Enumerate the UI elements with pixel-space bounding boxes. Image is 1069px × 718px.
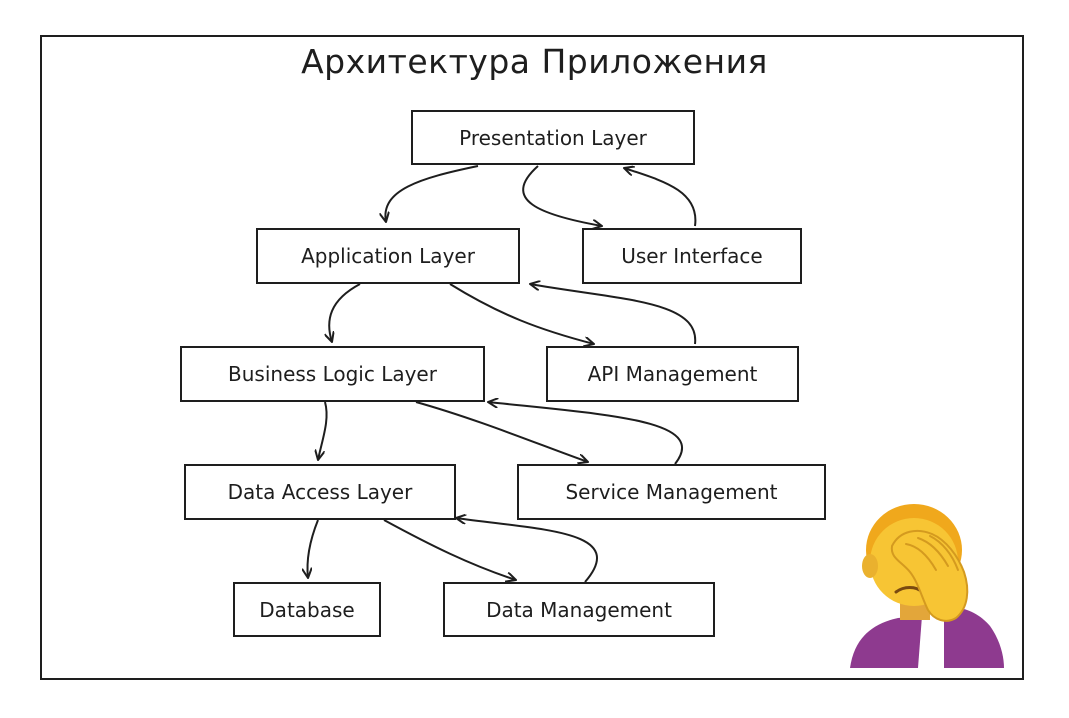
diagram-title: Архитектура Приложения [301,42,768,81]
node-label: Service Management [565,480,778,504]
node-database[interactable]: Database [233,582,381,637]
node-business-logic-layer[interactable]: Business Logic Layer [180,346,485,402]
node-label: Business Logic Layer [228,362,437,386]
node-service-management[interactable]: Service Management [517,464,826,520]
emoji-ear [862,554,878,578]
node-data-management[interactable]: Data Management [443,582,715,637]
emoji-finger-line-2 [917,537,949,567]
node-label: Database [259,597,355,622]
emoji-finger-line-1 [905,543,937,571]
node-label: Application Layer [301,244,475,268]
node-label: Data Management [486,597,672,622]
emoji-shirt [850,616,922,668]
node-api-management[interactable]: API Management [546,346,799,402]
node-label: Data Access Layer [227,480,413,504]
emoji-arm [944,607,1004,668]
node-application-layer[interactable]: Application Layer [256,228,520,284]
node-label: Presentation Layer [459,125,647,150]
node-label: API Management [587,362,758,386]
node-presentation-layer[interactable]: Presentation Layer [411,110,695,165]
face-palm-emoji-icon [850,504,1004,668]
node-data-access-layer[interactable]: Data Access Layer [184,464,456,520]
node-user-interface[interactable]: User Interface [582,228,802,284]
node-label: User Interface [621,244,763,268]
emoji-finger-line-3 [929,535,959,571]
